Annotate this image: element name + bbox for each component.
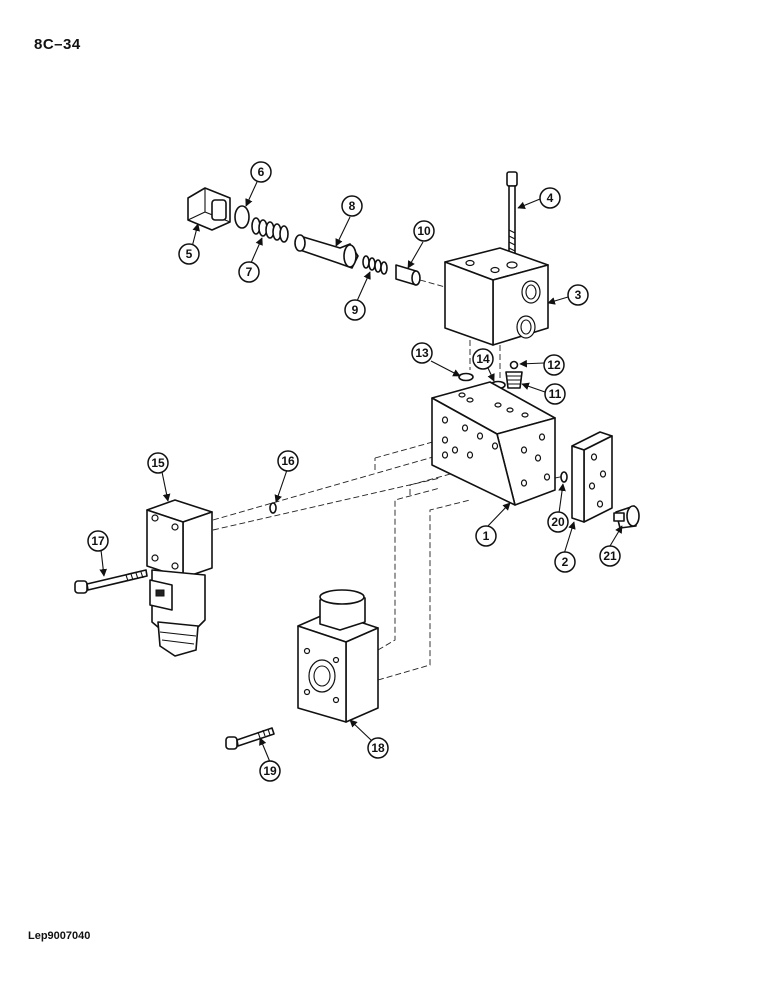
callout-5: 5 xyxy=(178,243,200,265)
callout-leaders xyxy=(99,181,623,763)
cover-plate-part-2 xyxy=(571,431,613,523)
o-ring-part-13 xyxy=(458,372,474,382)
callout-label: 21 xyxy=(603,549,617,563)
callout-label: 14 xyxy=(476,352,490,366)
callout-label: 2 xyxy=(562,555,569,569)
callout-14: 14 xyxy=(472,348,494,370)
callout-18: 18 xyxy=(367,737,389,759)
manifold-block-part-1 xyxy=(431,381,556,506)
callout-20: 20 xyxy=(547,511,569,533)
valve-body-part-18 xyxy=(297,589,379,723)
callout-2: 2 xyxy=(554,551,576,573)
callout-label: 3 xyxy=(575,288,582,302)
bolt-part-17 xyxy=(74,569,148,594)
spring-part-9 xyxy=(362,255,388,275)
valve-block-part-3 xyxy=(444,247,549,346)
page-number: 8C–34 xyxy=(34,36,81,53)
pin-part-10 xyxy=(395,264,421,286)
spool-part-8 xyxy=(294,234,359,269)
reference-code: Lep9007040 xyxy=(28,930,91,942)
callout-1: 1 xyxy=(475,525,497,547)
callout-7: 7 xyxy=(238,261,260,283)
callout-4: 4 xyxy=(539,187,561,209)
spring-part-7 xyxy=(251,217,289,243)
callout-label: 18 xyxy=(371,741,385,755)
callout-label: 1 xyxy=(483,529,490,543)
callout-label: 17 xyxy=(91,534,105,548)
callout-21: 21 xyxy=(599,545,621,567)
callout-10: 10 xyxy=(413,220,435,242)
callout-9: 9 xyxy=(344,299,366,321)
callout-12: 12 xyxy=(543,354,565,376)
callout-label: 16 xyxy=(281,454,295,468)
callout-15: 15 xyxy=(147,452,169,474)
o-ring-part-6 xyxy=(234,205,250,229)
callout-label: 6 xyxy=(258,165,265,179)
o-ring-part-20 xyxy=(560,471,568,483)
callout-6: 6 xyxy=(250,161,272,183)
bolt-part-19 xyxy=(225,727,275,750)
callout-label: 4 xyxy=(547,191,554,205)
callout-label: 8 xyxy=(349,199,356,213)
callout-16: 16 xyxy=(277,450,299,472)
callout-label: 13 xyxy=(415,346,429,360)
callout-8: 8 xyxy=(341,195,363,217)
bolt-part-21 xyxy=(613,505,640,529)
solenoid-valve-part-15 xyxy=(146,499,213,657)
callout-label: 12 xyxy=(547,358,561,372)
callout-label: 7 xyxy=(246,265,253,279)
callout-label: 15 xyxy=(151,456,165,470)
o-ring-part-16 xyxy=(269,502,277,514)
ball-part-12 xyxy=(509,360,519,370)
callout-label: 10 xyxy=(417,224,431,238)
callout-3: 3 xyxy=(567,284,589,306)
callout-label: 9 xyxy=(352,303,359,317)
callout-13: 13 xyxy=(411,342,433,364)
plug-part-5 xyxy=(187,187,231,231)
callout-17: 17 xyxy=(87,530,109,552)
plug-part-11 xyxy=(505,371,523,389)
callout-19: 19 xyxy=(259,760,281,782)
callout-label: 20 xyxy=(551,515,565,529)
callout-label: 11 xyxy=(549,387,562,401)
callout-label: 19 xyxy=(263,764,277,778)
callout-11: 11 xyxy=(544,383,566,405)
callout-label: 5 xyxy=(186,247,193,261)
